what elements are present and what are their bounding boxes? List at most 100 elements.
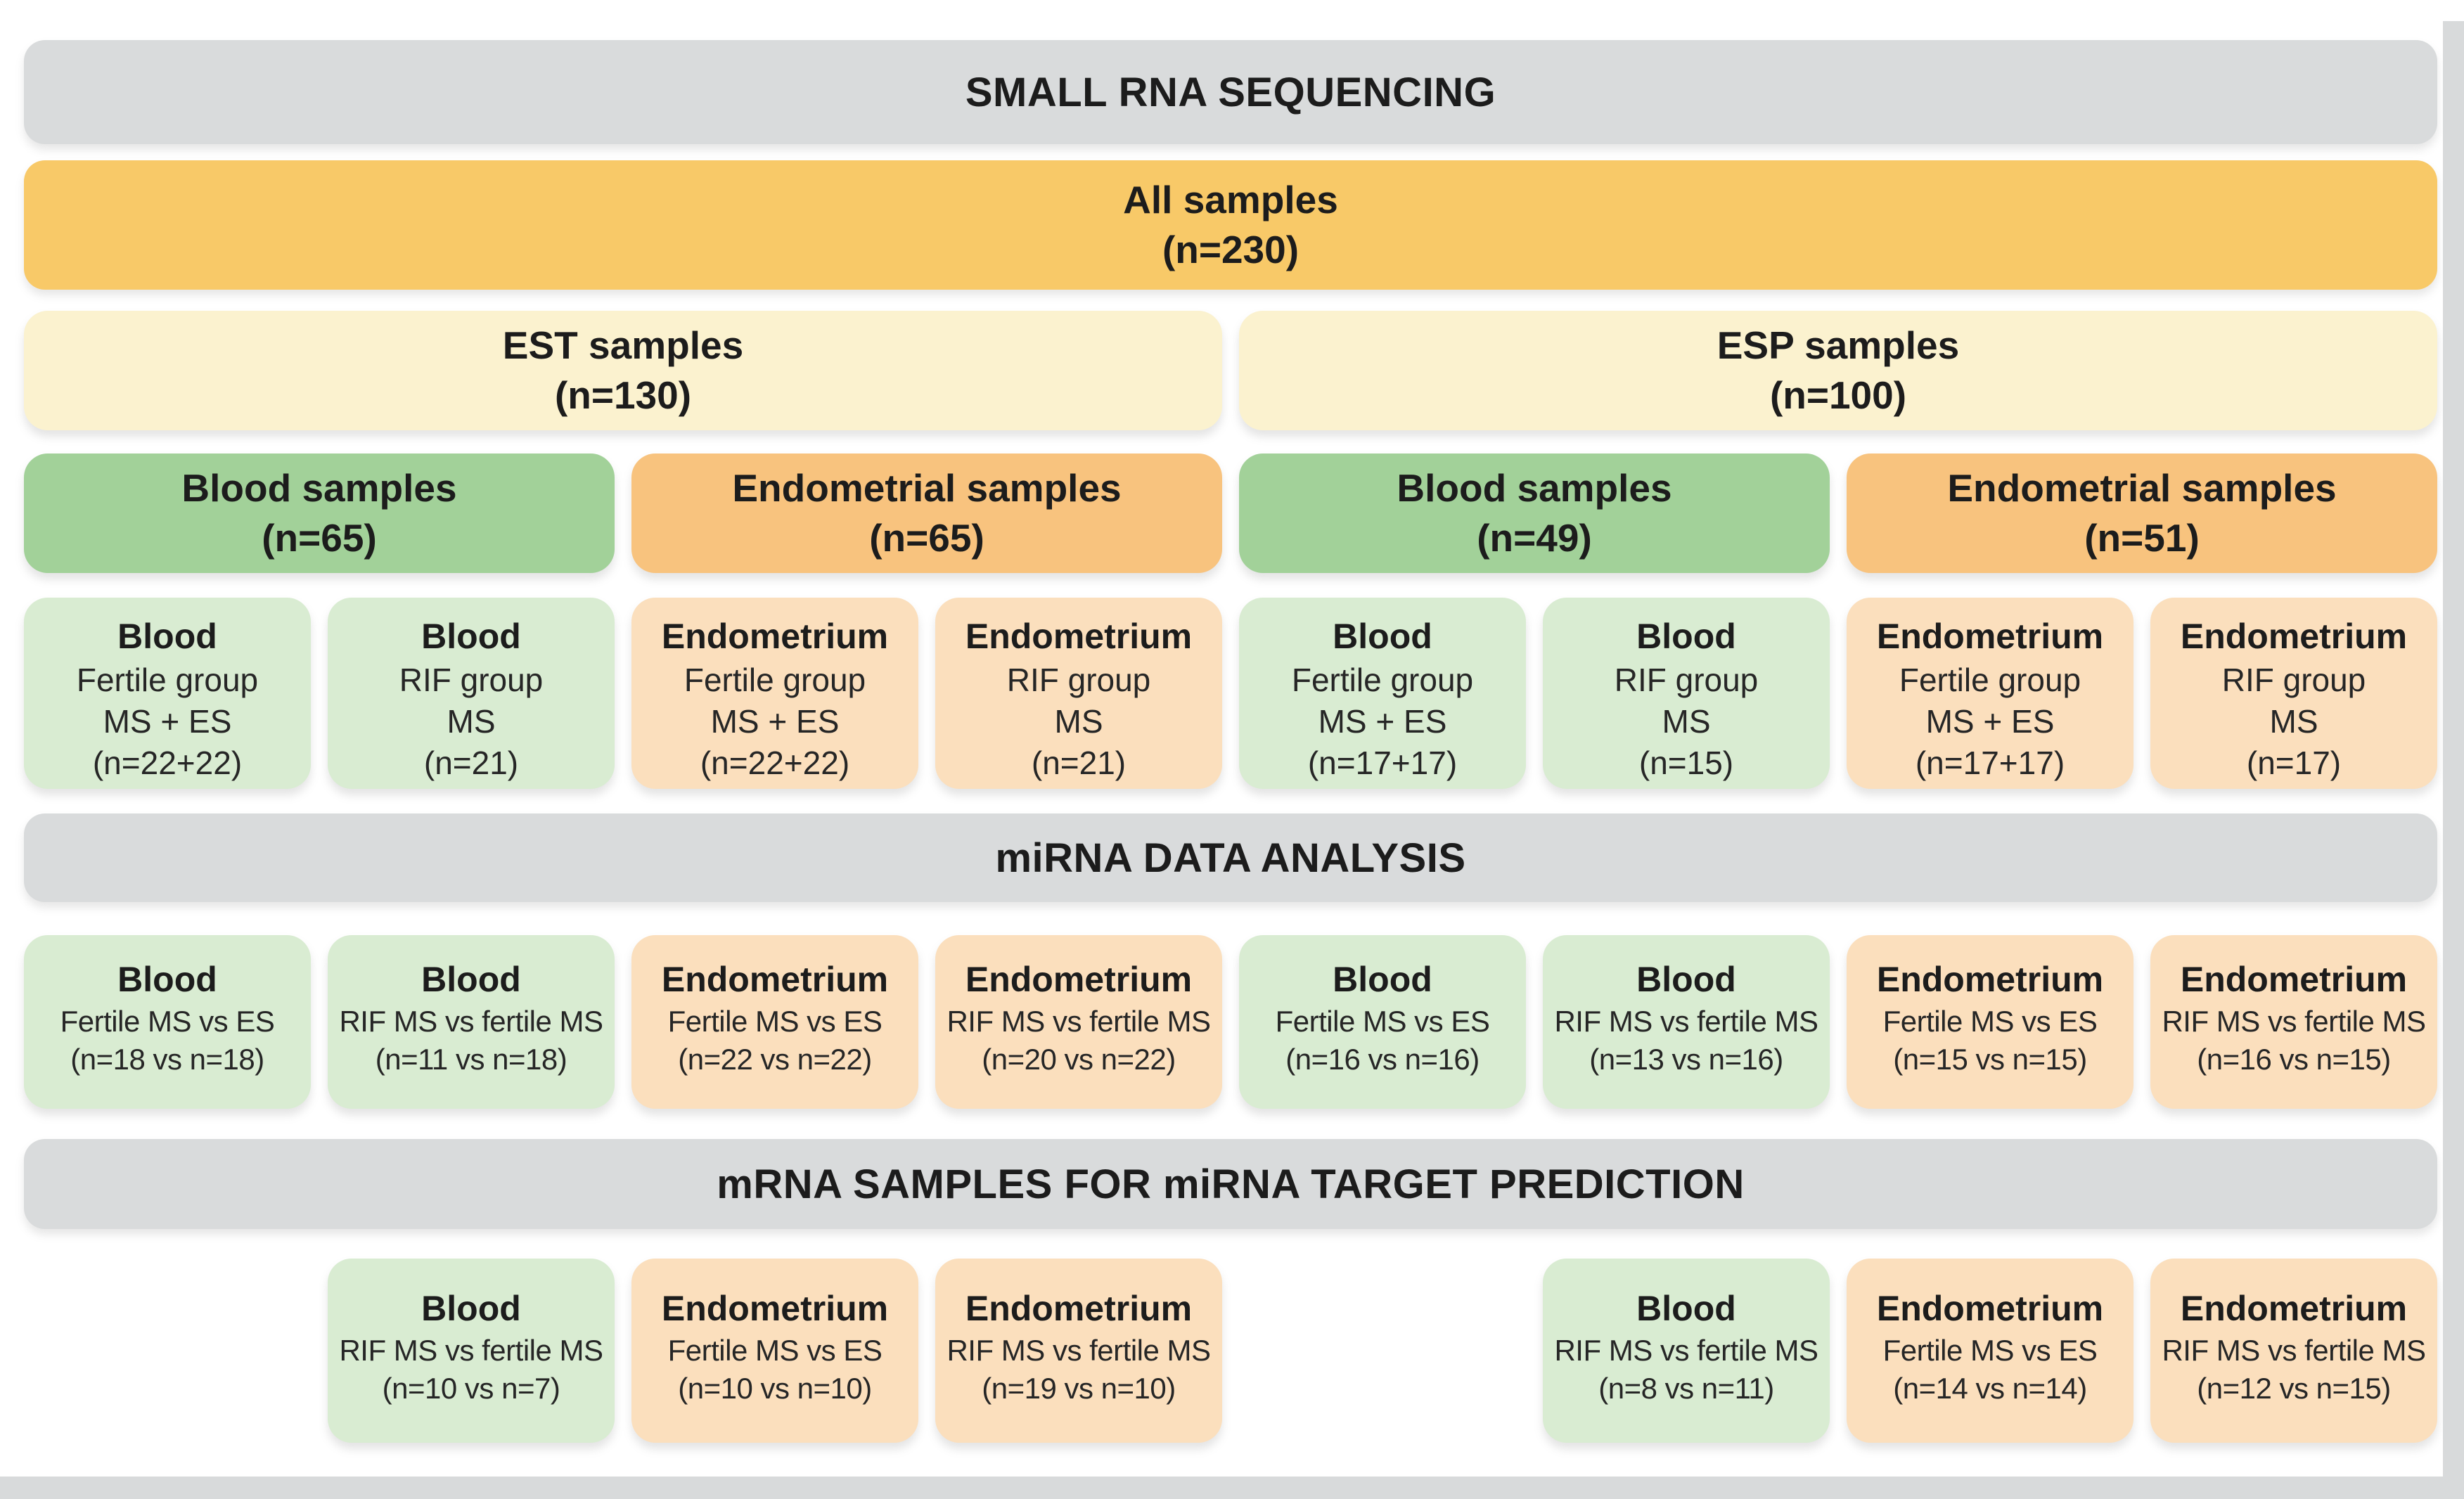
sample-group-box: Endometrium RIF group MS (n=21) [935,598,1222,789]
right-edge-strip [2443,21,2464,1499]
mrna-comparison-box: Blood RIF MS vs fertile MS (n=10 vs n=7) [328,1259,615,1443]
esp-endometrial-samples-title: Endometrial samples [1947,465,2337,510]
esp-blood-samples-count: (n=49) [1477,516,1592,560]
box-title: Blood [1636,617,1736,656]
box-line: (n=10 vs n=7) [382,1371,560,1405]
box-title: Blood [1333,617,1432,656]
box-line: (n=20 vs n=22) [982,1042,1176,1076]
all-samples-title: All samples [1123,177,1338,221]
box-title: Blood [117,960,217,999]
box-line: (n=15) [1638,744,1734,781]
box-line: MS [447,702,496,740]
esp-blood-samples-title: Blood samples [1397,465,1672,510]
box-title: Endometrium [965,617,1193,656]
est-samples-title: EST samples [502,323,744,367]
mrna-comparison-box: Endometrium Fertile MS vs ES (n=14 vs n=… [1847,1259,2133,1443]
box-line: RIF group [1006,662,1151,698]
box-title: Blood [117,617,217,656]
mrna-comparison-box: Endometrium RIF MS vs fertile MS (n=19 v… [935,1259,1222,1443]
box-title: Endometrium [661,617,889,656]
box-line: Fertile MS vs ES [60,1005,275,1038]
box-line: (n=17+17) [1915,744,2065,781]
box-title: Blood [1333,960,1432,999]
box-line: MS [1054,702,1103,740]
box-line: RIF MS vs fertile MS [947,1334,1211,1367]
box-title: Endometrium [1876,960,2104,999]
est-blood-samples-box: Blood samples (n=65) [24,453,615,573]
box-line: (n=11 vs n=18) [375,1042,567,1076]
box-line: (n=17+17) [1307,744,1458,781]
sample-group-box: Blood Fertile group MS + ES (n=22+22) [24,598,311,789]
box-line: Fertile group [76,662,259,698]
small-rna-sequencing-title: SMALL RNA SEQUENCING [965,69,1496,115]
box-line: (n=16 vs n=16) [1285,1042,1480,1076]
est-endometrial-samples-title: Endometrial samples [732,465,1122,510]
mirna-comparison-box: Blood Fertile MS vs ES (n=18 vs n=18) [24,935,311,1109]
box-line: (n=10 vs n=10) [678,1371,872,1405]
est-endometrial-samples-box: Endometrial samples (n=65) [631,453,1222,573]
est-samples-box: EST samples (n=130) [24,311,1222,430]
bottom-edge-strip [0,1477,2464,1499]
esp-samples-count: (n=100) [1769,373,1907,417]
box-line: RIF group [1614,662,1759,698]
box-line: (n=16 vs n=15) [2197,1042,2391,1076]
box-line: MS + ES [710,702,840,740]
mirna-comparison-box: Blood RIF MS vs fertile MS (n=11 vs n=18… [328,935,615,1109]
all-samples-count: (n=230) [1162,228,1300,271]
box-title: Blood [1636,960,1736,999]
mrna-comparison-box: Endometrium Fertile MS vs ES (n=10 vs n=… [631,1259,918,1443]
box-line: (n=14 vs n=14) [1893,1371,2087,1405]
box-line: RIF group [2221,662,2366,698]
box-line: (n=12 vs n=15) [2197,1371,2391,1405]
box-line: (n=22 vs n=22) [678,1042,872,1076]
box-line: (n=21) [1031,744,1127,781]
all-samples-bar: All samples (n=230) [24,160,2437,290]
mrna-target-prediction-header-bar: mRNA SAMPLES FOR miRNA TARGET PREDICTION [24,1139,2437,1229]
mirna-data-analysis-header-bar: miRNA DATA ANALYSIS [24,813,2437,902]
sample-group-box: Endometrium RIF group MS (n=17) [2150,598,2437,789]
box-title: Endometrium [965,1289,1193,1328]
box-title: Endometrium [2180,617,2408,656]
mrna-target-prediction-title: mRNA SAMPLES FOR miRNA TARGET PREDICTION [717,1161,1745,1207]
box-line: MS + ES [103,702,232,740]
box-line: (n=18 vs n=18) [70,1042,264,1076]
est-samples-count: (n=130) [554,373,692,417]
box-title: Endometrium [2180,1289,2408,1328]
sample-group-box: Blood RIF group MS (n=15) [1543,598,1830,789]
box-line: (n=17) [2246,744,2342,781]
esp-endometrial-samples-box: Endometrial samples (n=51) [1847,453,2437,573]
box-line: MS + ES [1318,702,1447,740]
box-line: Fertile MS vs ES [1882,1005,2098,1038]
mirna-comparison-box: Blood RIF MS vs fertile MS (n=13 vs n=16… [1543,935,1830,1109]
box-line: (n=15 vs n=15) [1893,1042,2087,1076]
box-line: RIF MS vs fertile MS [2162,1334,2426,1367]
sample-group-box: Blood RIF group MS (n=21) [328,598,615,789]
est-blood-samples-count: (n=65) [262,516,377,560]
sample-group-box: Endometrium Fertile group MS + ES (n=22+… [631,598,918,789]
est-endometrial-samples-count: (n=65) [869,516,984,560]
box-line: RIF MS vs fertile MS [947,1005,1211,1038]
box-line: (n=21) [423,744,519,781]
box-title: Endometrium [965,960,1193,999]
box-title: Blood [421,617,521,656]
box-line: (n=22+22) [92,744,243,781]
box-line: (n=22+22) [700,744,850,781]
mrna-comparison-box: Blood RIF MS vs fertile MS (n=8 vs n=11) [1543,1259,1830,1443]
esp-samples-title: ESP samples [1717,323,1960,367]
box-line: Fertile MS vs ES [1275,1005,1490,1038]
box-line: Fertile MS vs ES [667,1334,883,1367]
box-line: RIF MS vs fertile MS [1554,1005,1818,1038]
mirna-comparison-box: Endometrium Fertile MS vs ES (n=15 vs n=… [1847,935,2133,1109]
box-line: RIF MS vs fertile MS [1554,1334,1818,1367]
box-line: RIF MS vs fertile MS [2162,1005,2426,1038]
box-line: MS [2269,702,2318,740]
box-line: RIF group [399,662,544,698]
box-title: Blood [421,960,521,999]
box-line: Fertile group [684,662,866,698]
box-line: RIF MS vs fertile MS [339,1334,603,1367]
box-line: MS + ES [1925,702,2055,740]
box-line: MS [1662,702,1711,740]
small-rna-sequencing-header-bar: SMALL RNA SEQUENCING [24,40,2437,144]
mirna-comparison-box: Endometrium Fertile MS vs ES (n=22 vs n=… [631,935,918,1109]
